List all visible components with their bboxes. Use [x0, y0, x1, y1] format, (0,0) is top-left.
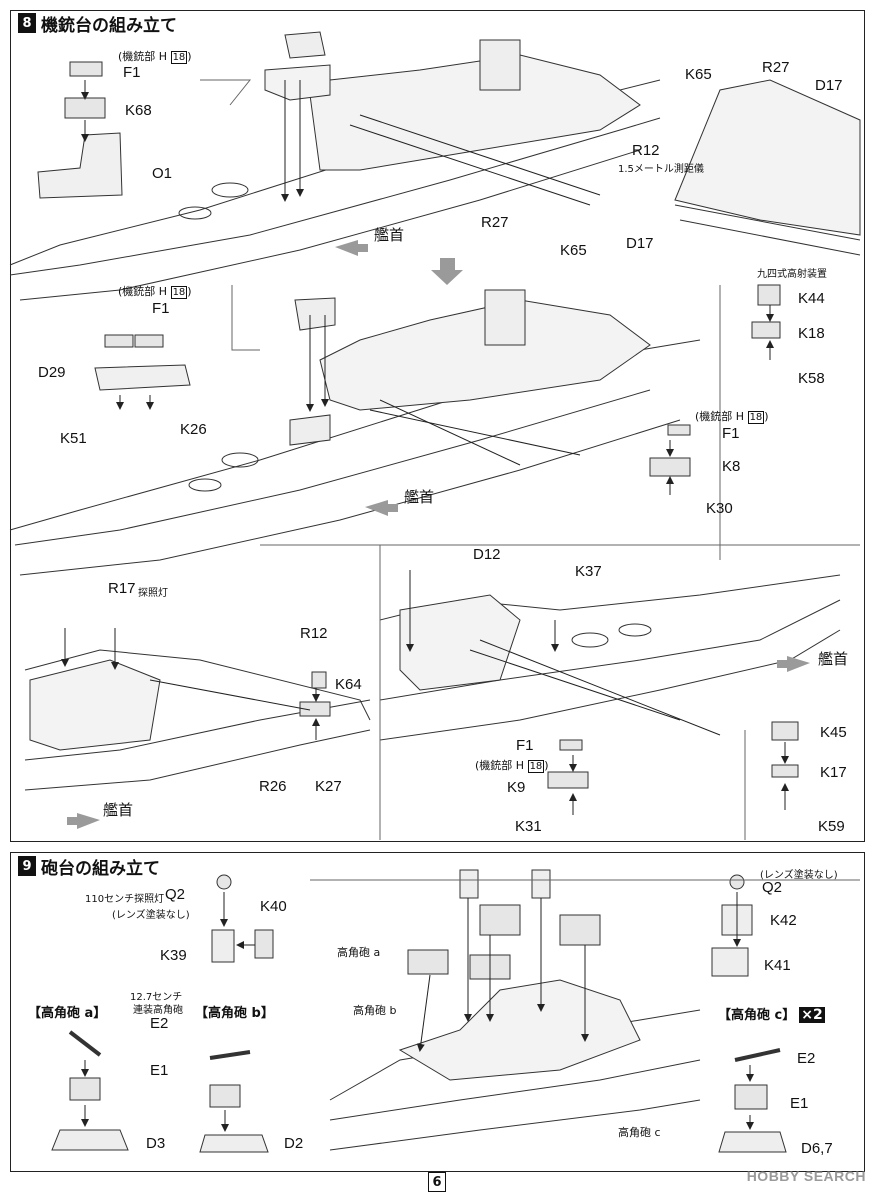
label-gun-c-text: 【高角砲 c】 — [718, 1008, 796, 1023]
ship-hull-b — [9, 289, 701, 576]
label-r12-c: R12 — [300, 625, 328, 642]
label-e2-right: E2 — [797, 1050, 816, 1067]
panel-b-right-note-box: 18 — [747, 411, 765, 424]
label-gun-c-center: 高角砲 c — [618, 1126, 661, 1139]
panel-a-note-box: 18 — [170, 51, 188, 64]
label-k51: K51 — [60, 430, 87, 447]
label-k68: K68 — [125, 102, 152, 119]
panel-b-note-box: 18 — [170, 286, 188, 299]
label-twin-gun-1: 12.7センチ — [130, 992, 183, 1003]
label-gun-a-bracket: 【高角砲 a】 — [28, 1006, 107, 1021]
label-bow-a: 艦首 — [374, 227, 405, 244]
label-bow-c: 艦首 — [103, 802, 134, 819]
label-e1-right: E1 — [790, 1095, 809, 1112]
label-k64: K64 — [335, 676, 362, 693]
label-bow-b: 艦首 — [404, 489, 435, 506]
ship-hull-c — [24, 649, 371, 791]
section-8-frame — [10, 10, 865, 842]
label-twin-gun-2: 連装高角砲 — [133, 1005, 183, 1016]
panel-d-note-box: 18 — [527, 760, 545, 773]
label-e1-left: E1 — [150, 1062, 169, 1079]
label-r17: R17 — [108, 580, 136, 597]
detail-label-r27: R27 — [762, 59, 790, 76]
label-k30: K30 — [706, 500, 733, 517]
label-k26: K26 — [180, 421, 207, 438]
label-o1: O1 — [152, 165, 173, 182]
label-k41: K41 — [764, 957, 791, 974]
label-d3: D3 — [146, 1135, 166, 1152]
label-type94-director: 九四式高射装置 — [757, 269, 827, 280]
label-lens-note-left: (レンズ塗装なし) — [112, 910, 190, 921]
label-k8: K8 — [722, 458, 741, 475]
watermark: HOBBY SEARCH — [746, 1168, 866, 1184]
section-8-header: 8 機銃台の組み立て — [18, 12, 177, 36]
label-r26: R26 — [259, 778, 287, 795]
section-9-title: 砲台の組み立て — [41, 858, 160, 879]
label-rangefinder: 1.5メートル測距儀 — [618, 164, 704, 175]
label-k40: K40 — [260, 898, 287, 915]
label-gun-b-center: 高角砲 b — [353, 1004, 397, 1017]
label-110cm-searchlight: 110センチ探照灯 — [85, 894, 165, 905]
label-f1: F1 — [123, 64, 141, 81]
panel-b-note: (機銃部 H 18) — [118, 285, 192, 299]
section-8-title: 機銃台の組み立て — [41, 15, 177, 36]
label-bow-d: 艦首 — [818, 651, 849, 668]
panel-d-note: (機銃部 H 18) — [475, 759, 549, 773]
label-lens-note-right: (レンズ塗装なし) — [760, 870, 838, 881]
label-gun-a-center: 高角砲 a — [337, 946, 381, 959]
label-gun-c-bracket: 【高角砲 c】×2 — [718, 1004, 825, 1023]
label-r27: R27 — [481, 214, 509, 231]
label-f1-b-right: F1 — [722, 425, 740, 442]
label-f1-b: F1 — [152, 300, 170, 317]
ship-hull-9 — [329, 979, 701, 1151]
label-k27: K27 — [315, 778, 342, 795]
detail-label-d17: D17 — [815, 77, 843, 94]
label-k42: K42 — [770, 912, 797, 929]
label-k59: K59 — [818, 818, 845, 835]
label-q2-left: Q2 — [165, 886, 186, 903]
page-number: 6 — [428, 1172, 446, 1192]
ship-detail-a — [674, 79, 861, 256]
panel-a-note: (機銃部 H 18) — [118, 50, 192, 64]
label-searchlight-c: 探照灯 — [138, 588, 168, 599]
label-d17: D17 — [626, 235, 654, 252]
label-k17: K17 — [820, 764, 847, 781]
panel-b-right-note: (機銃部 H 18) — [695, 410, 769, 424]
label-e2-left: E2 — [150, 1015, 169, 1032]
label-d12: D12 — [473, 546, 501, 563]
section-8-number: 8 — [18, 13, 36, 33]
label-q2-right: Q2 — [762, 879, 783, 896]
section-9-number: 9 — [18, 856, 36, 876]
label-d29: D29 — [38, 364, 66, 381]
label-k39: K39 — [160, 947, 187, 964]
label-k9: K9 — [507, 779, 526, 796]
badge-x2: ×2 — [799, 1007, 825, 1023]
label-f1-d: F1 — [516, 737, 534, 754]
label-k58: K58 — [798, 370, 825, 387]
label-d2: D2 — [284, 1135, 304, 1152]
label-k44: K44 — [798, 290, 825, 307]
ship-hull-d — [379, 574, 841, 741]
label-k31: K31 — [515, 818, 542, 835]
section-9-header: 9 砲台の組み立て — [18, 855, 160, 879]
detail-label-k65: K65 — [685, 66, 712, 83]
ship-hull-a — [9, 31, 661, 301]
label-k18: K18 — [798, 325, 825, 342]
label-k37: K37 — [575, 563, 602, 580]
label-d6-7: D6,7 — [801, 1140, 833, 1157]
section-9-frame — [10, 852, 865, 1172]
label-k45: K45 — [820, 724, 847, 741]
label-gun-b-bracket: 【高角砲 b】 — [195, 1006, 274, 1021]
label-k65: K65 — [560, 242, 587, 259]
label-r12: R12 — [632, 142, 660, 159]
